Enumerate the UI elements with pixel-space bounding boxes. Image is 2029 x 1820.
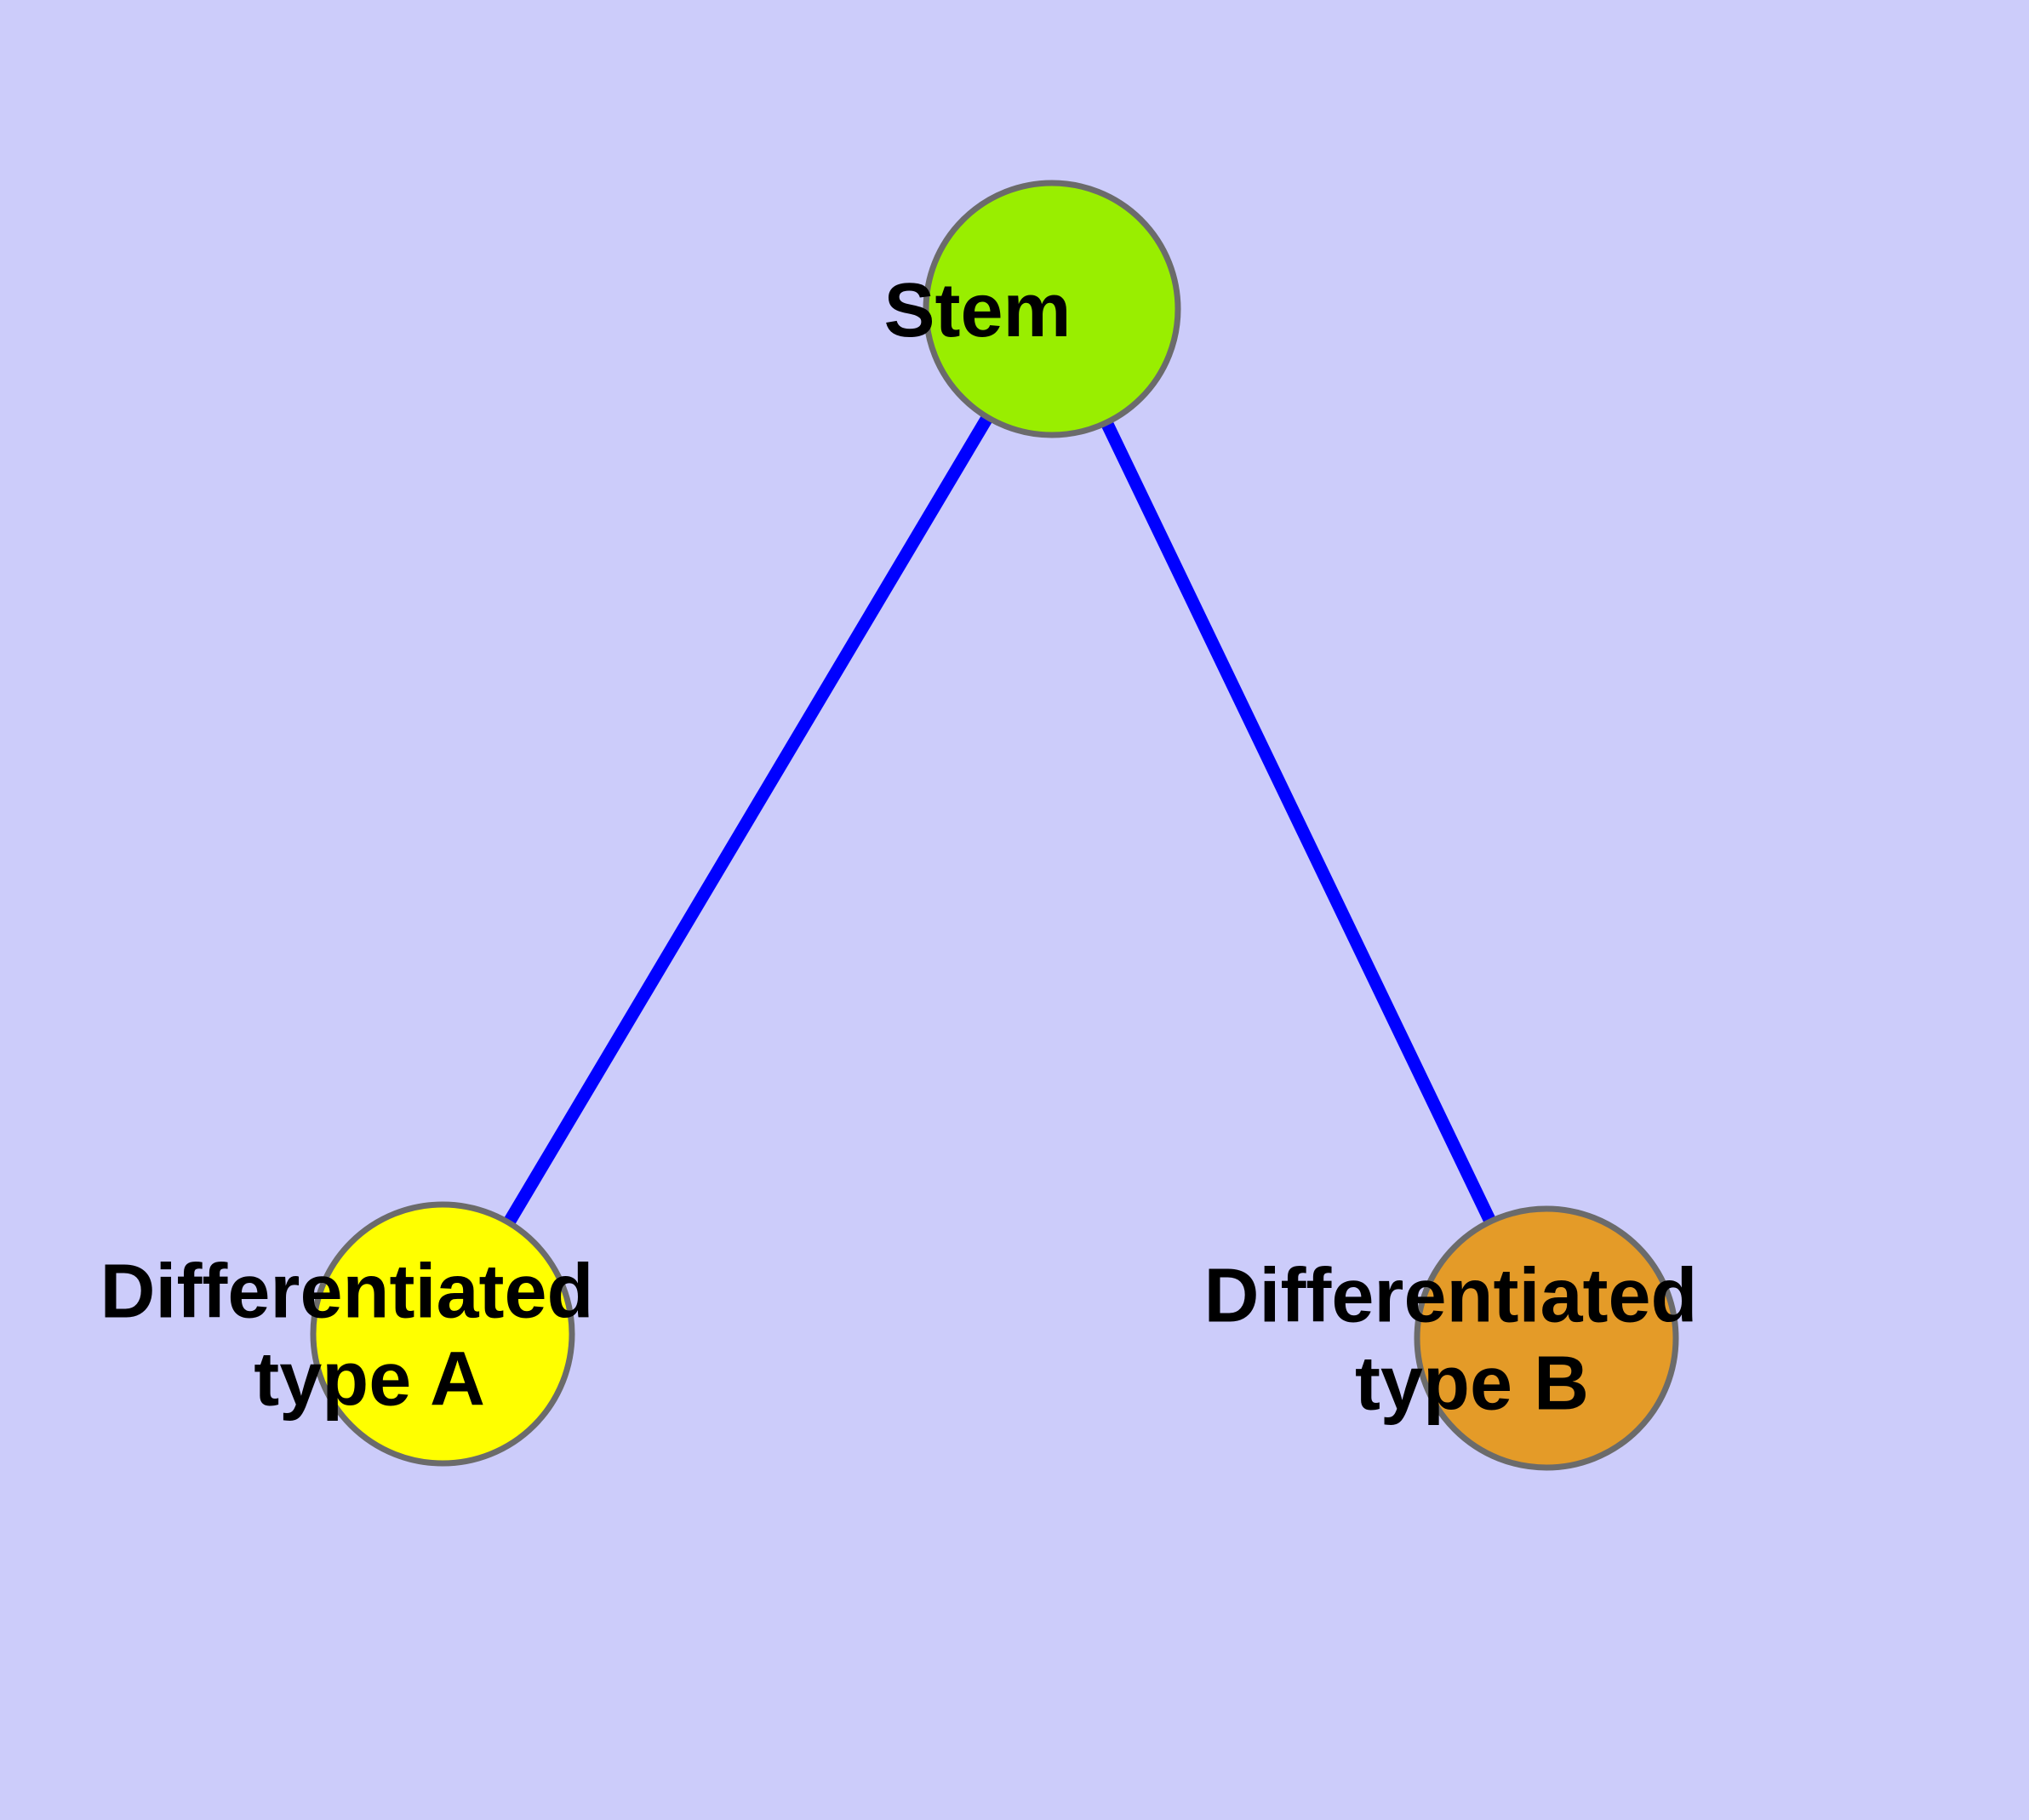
node-diff-b-label-line-2: type B (1355, 1341, 1589, 1426)
node-diff-a-circle[interactable] (310, 1201, 575, 1467)
node-stem-circle[interactable] (923, 180, 1181, 438)
node-diff-a-label-line-2: type A (254, 1336, 483, 1422)
node-diff-a-label: Differentiated type A (0, 0, 786, 1422)
node-diff-b-circle[interactable] (1414, 1205, 1679, 1471)
nodes-layer (310, 180, 1679, 1471)
edge-stem-to-diff-b[interactable] (1046, 306, 1552, 1342)
node-stem-label: Stem (0, 0, 1220, 353)
node-stem-label-line-1: Stem (883, 268, 1071, 353)
edge-stem-to-diff-a[interactable] (437, 306, 1058, 1337)
edges-layer (437, 306, 1552, 1342)
node-diff-b-label: Differentiated type B (1203, 1253, 1697, 1426)
node-diff-a-label-line-1: Differentiated (100, 1249, 593, 1334)
labels-layer: Stem Differentiated type A Differentiate… (0, 0, 1697, 1426)
node-diff-b-label-line-1: Differentiated (1203, 1253, 1697, 1338)
